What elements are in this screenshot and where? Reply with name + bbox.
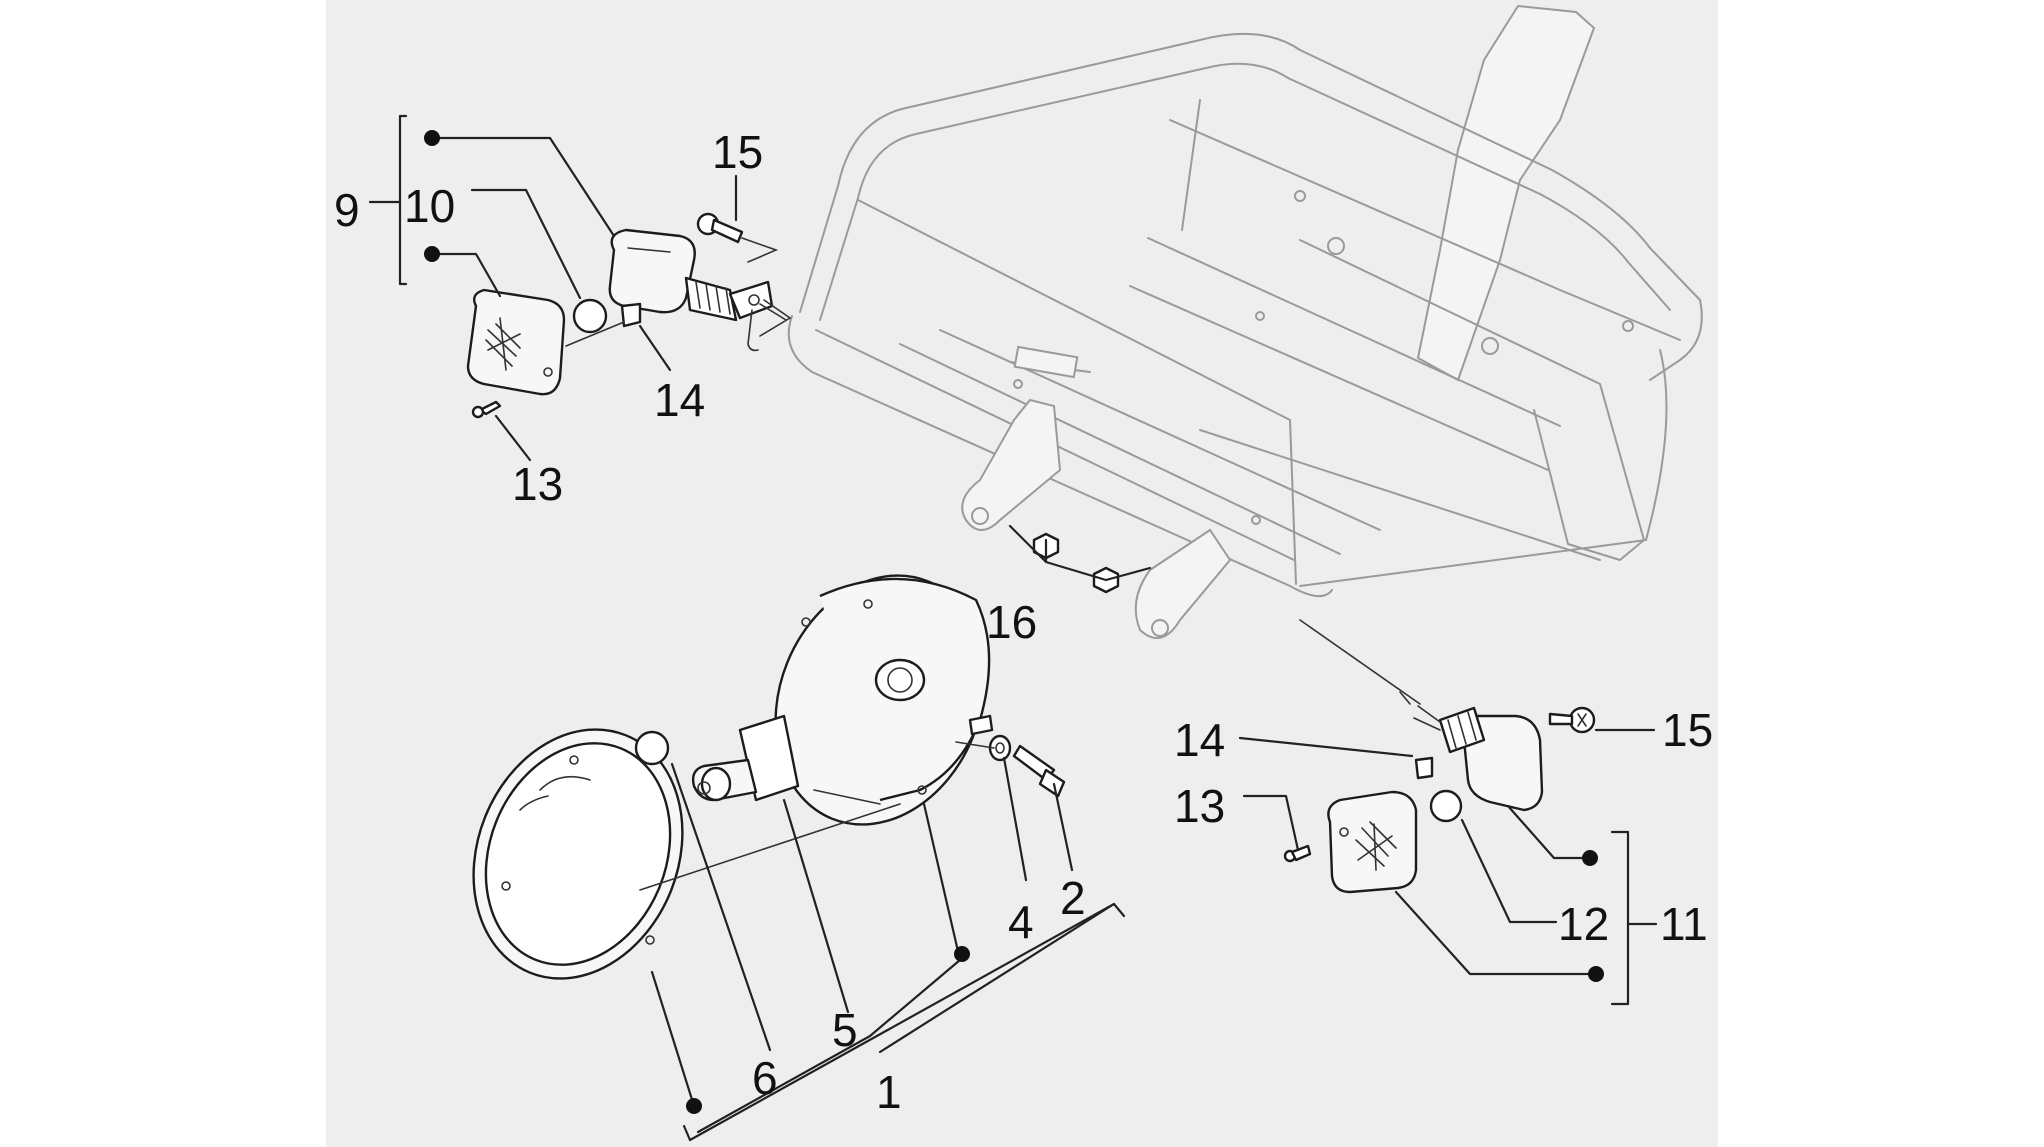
callout-10: 10 — [404, 180, 455, 232]
callout-labels: 9 10 15 14 13 16 4 2 5 6 1 14 13 15 12 1… — [334, 126, 1713, 1118]
left-indicator-assembly — [466, 212, 792, 419]
callout-14-right: 14 — [1174, 714, 1225, 766]
callout-9: 9 — [334, 184, 360, 236]
callout-4: 4 — [1008, 896, 1034, 948]
callout-2: 2 — [1060, 872, 1086, 924]
callout-12: 12 — [1558, 898, 1609, 950]
headlamp-assembly — [472, 574, 1066, 980]
callout-14-left: 14 — [654, 374, 705, 426]
callout-11: 11 — [1660, 898, 1708, 950]
right-indicator-assembly — [1283, 619, 1596, 894]
leader-lines — [368, 114, 1658, 1142]
reference-dots — [424, 130, 1604, 1114]
callout-6: 6 — [752, 1052, 778, 1104]
callout-15-left: 15 — [712, 126, 763, 178]
callout-15-right: 15 — [1662, 704, 1713, 756]
callout-16: 16 — [986, 596, 1037, 648]
callout-1: 1 — [876, 1066, 902, 1118]
callout-5: 5 — [832, 1004, 858, 1056]
callout-13-left: 13 — [512, 458, 563, 510]
front-rack-frame — [787, 4, 1703, 639]
callout-13-right: 13 — [1174, 780, 1225, 832]
